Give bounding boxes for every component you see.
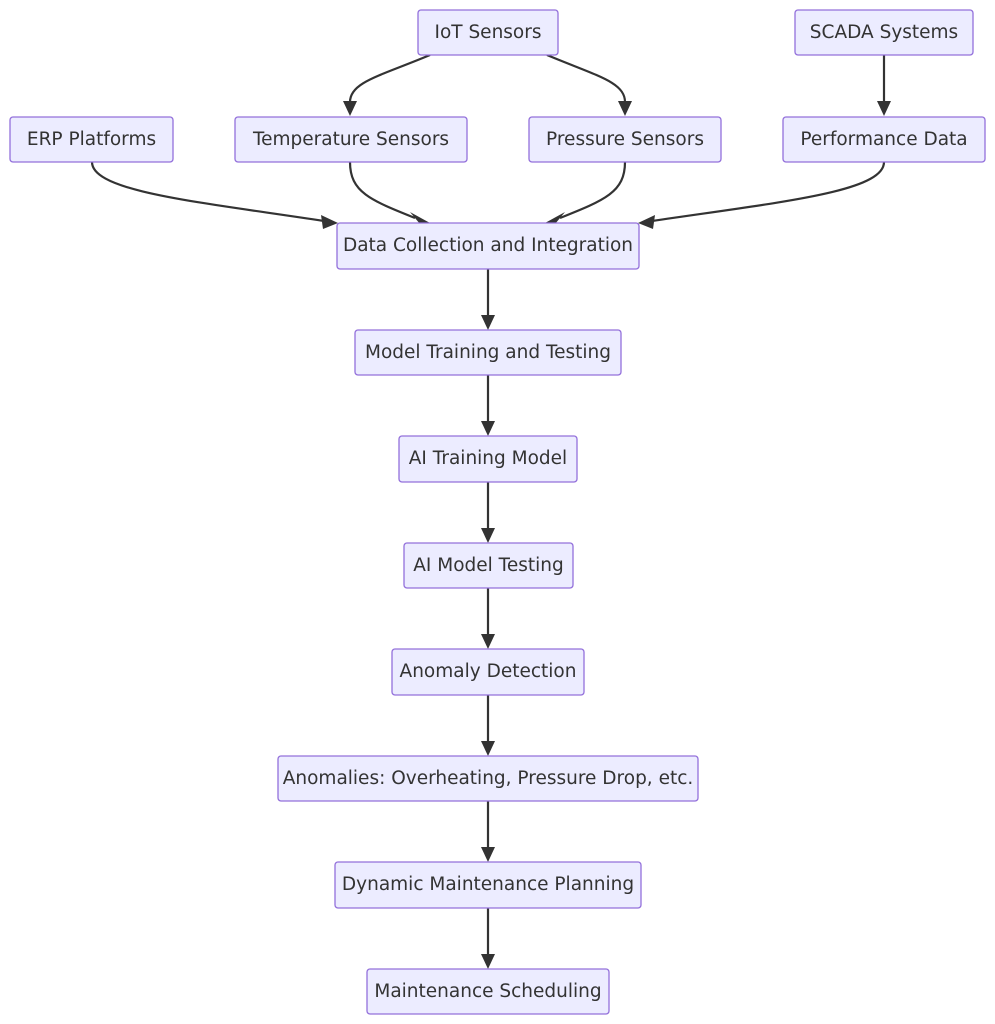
edge-pressure-to-data-collection	[559, 161, 627, 220]
edge-iot-to-temperature	[348, 53, 431, 103]
arrowhead	[481, 741, 495, 756]
arrowhead	[481, 421, 495, 436]
node-label: Maintenance Scheduling	[374, 981, 601, 1002]
node-label: Anomaly Detection	[400, 661, 577, 682]
arrowhead	[638, 215, 655, 229]
edge-temperature-to-data-collection	[348, 161, 416, 220]
node-label: AI Model Testing	[413, 555, 563, 576]
arrowhead	[343, 101, 357, 116]
arrowhead	[321, 215, 338, 229]
arrowhead	[410, 212, 430, 224]
node-scada-systems: SCADA Systems	[794, 9, 974, 56]
node-label: Performance Data	[800, 129, 967, 150]
node-anomaly-detection: Anomaly Detection	[391, 648, 585, 696]
edge-performance-to-data-collection	[651, 161, 886, 223]
node-label: Temperature Sensors	[252, 129, 449, 150]
node-anomalies: Anomalies: Overheating, Pressure Drop, e…	[277, 755, 699, 802]
node-label: Anomalies: Overheating, Pressure Drop, e…	[283, 768, 694, 789]
node-temperature-sensors: Temperature Sensors	[234, 116, 468, 163]
arrowhead	[618, 101, 632, 116]
node-iot-sensors: IoT Sensors	[417, 9, 559, 56]
arrowhead	[877, 101, 891, 116]
node-dynamic-maintenance-planning: Dynamic Maintenance Planning	[334, 861, 642, 909]
arrowhead	[481, 847, 495, 862]
edge-iot-to-pressure	[546, 53, 627, 103]
node-maintenance-scheduling: Maintenance Scheduling	[366, 968, 610, 1015]
node-data-collection: Data Collection and Integration	[336, 222, 640, 270]
node-erp-platforms: ERP Platforms	[9, 116, 174, 163]
node-label: ERP Platforms	[27, 129, 156, 150]
arrowhead	[545, 212, 565, 224]
node-label: Dynamic Maintenance Planning	[342, 874, 634, 895]
edge-erp-to-data-collection	[90, 161, 325, 223]
node-pressure-sensors: Pressure Sensors	[528, 116, 722, 163]
node-ai-training-model: AI Training Model	[398, 435, 578, 483]
node-model-training-testing: Model Training and Testing	[354, 329, 622, 376]
arrowhead	[481, 528, 495, 543]
node-performance-data: Performance Data	[782, 116, 986, 163]
arrowheads	[321, 101, 891, 969]
node-label: Model Training and Testing	[365, 342, 611, 363]
node-label: SCADA Systems	[810, 22, 958, 43]
node-label: IoT Sensors	[434, 22, 541, 43]
arrowhead	[481, 634, 495, 649]
node-ai-model-testing: AI Model Testing	[403, 542, 574, 589]
node-label: Data Collection and Integration	[343, 235, 633, 256]
edges	[90, 53, 886, 955]
arrowhead	[481, 954, 495, 969]
node-label: Pressure Sensors	[546, 129, 704, 150]
arrowhead	[481, 315, 495, 330]
node-label: AI Training Model	[409, 448, 567, 469]
